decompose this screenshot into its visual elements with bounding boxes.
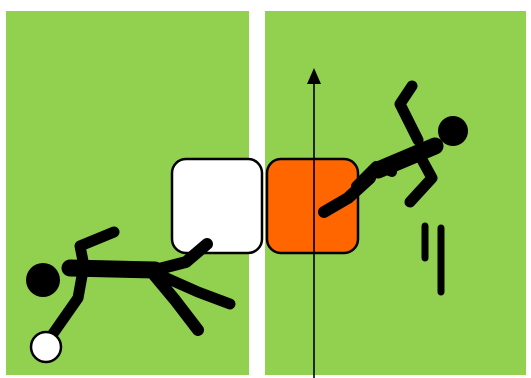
right-player-head	[438, 116, 468, 146]
ball-icon	[31, 332, 61, 362]
white-block	[172, 159, 262, 253]
left-player-head	[26, 263, 60, 297]
